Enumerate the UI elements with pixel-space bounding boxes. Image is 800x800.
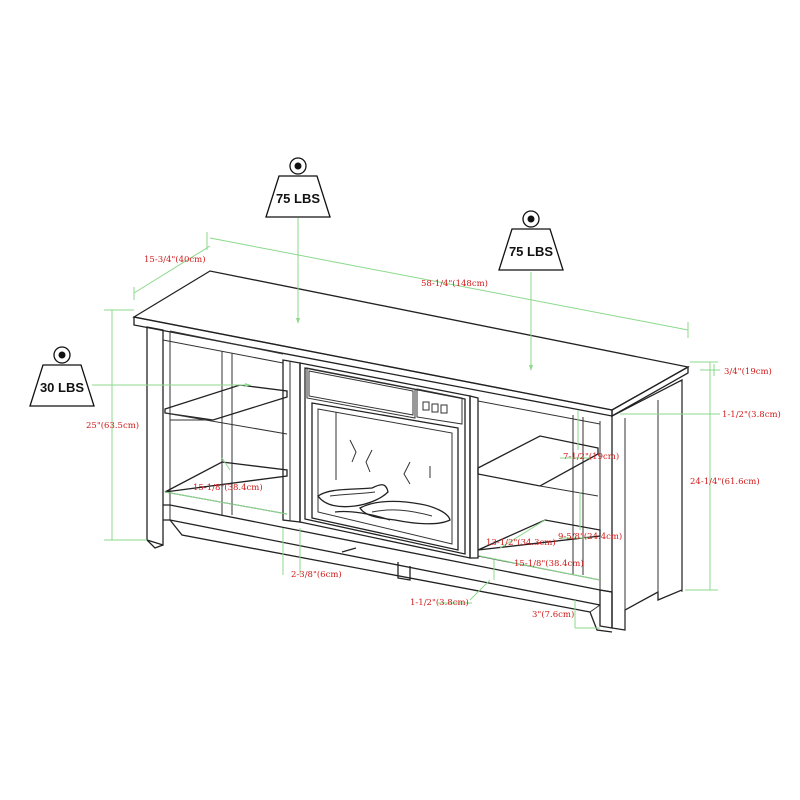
dim-shelf-gap-lower-label: 9-5/8"(24.4cm)	[558, 531, 622, 542]
weight-label-top-center: 75 LBS	[276, 191, 320, 206]
dim-shelf-gap-upper-label: 7-1/2"(19cm)	[563, 451, 619, 462]
dim-left-height-label: 25"(63.5cm)	[86, 420, 139, 431]
dim-depth-label: 15-3/4"(40cm)	[144, 254, 206, 265]
dim-top-thickness-label: 3/4"(19cm)	[724, 366, 772, 377]
tv-stand-drawing	[132, 270, 690, 633]
fireplace-logs	[317, 484, 451, 525]
dim-shelf-depth-right-label: 13-1/2"(34.3cm)	[486, 537, 556, 548]
weight-icon-top-right: 75 LBS	[498, 210, 564, 271]
dim-leg-height-label: 3"(7.6cm)	[532, 609, 574, 620]
weight-icon-top-center: 75 LBS	[265, 157, 331, 218]
firebox-glass	[311, 402, 459, 551]
dim-apron-label: 1-1/2"(3.8cm)	[722, 409, 781, 420]
fireplace-controls	[416, 388, 463, 425]
weight-label-top-right: 75 LBS	[509, 244, 553, 259]
dim-width-label: 58-1/4"(148cm)	[421, 278, 488, 289]
weight-icon-left-shelf: 30 LBS	[29, 346, 95, 407]
dimension-lines	[92, 218, 720, 629]
dim-overall-height-label: 24-1/4"(61.6cm)	[690, 476, 760, 487]
fireplace-speaker-grille	[306, 367, 416, 419]
dim-leg-gap-label: 2-3/8"(6cm)	[291, 569, 342, 580]
dimension-labels: 15-3/4"(40cm) 58-1/4"(148cm) 25"(63.5cm)…	[86, 254, 781, 620]
dim-bottom-rail-label: 1-1/2"(3.8cm)	[410, 597, 469, 608]
dim-shelf-width-right-label: 15-1/8"(38.4cm)	[514, 558, 584, 569]
dim-shelf-width-left-label: 15-1/8"(38.4cm)	[193, 482, 263, 493]
weight-label-left-shelf: 30 LBS	[40, 380, 84, 395]
